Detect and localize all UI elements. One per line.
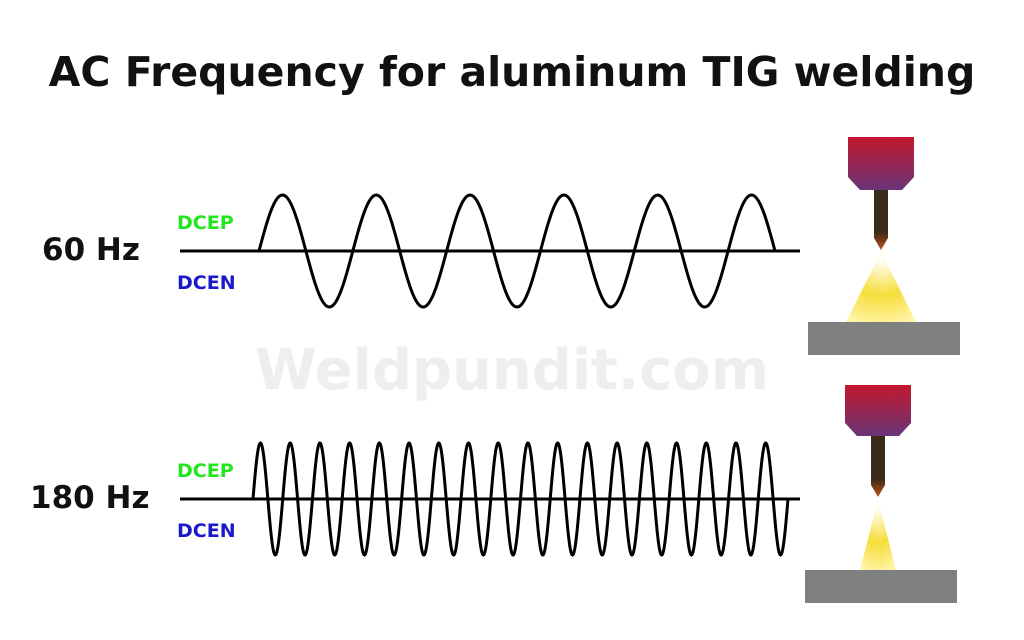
frequency-label-180hz: 180 Hz [30,480,150,516]
dcep-label-180hz: DCEP [177,460,234,482]
tungsten-electrode-icon [874,190,888,250]
torch-nozzle-icon [848,137,914,190]
arc-cone-icon [846,252,916,322]
arc-cone-icon [860,500,896,570]
torch-60hz [808,137,960,355]
dcep-label-60hz: DCEP [177,212,234,234]
watermark: Weldpundit.com [254,338,770,403]
workpiece-plate-icon [805,570,957,603]
dcen-label-60hz: DCEN [177,272,236,294]
torch-180hz [805,385,957,603]
diagram-title: AC Frequency for aluminum TIG welding [48,48,976,96]
torch-nozzle-icon [845,385,911,436]
dcen-label-180hz: DCEN [177,520,236,542]
workpiece-plate-icon [808,322,960,355]
waveform-60hz [257,193,777,309]
waveform-180hz [251,441,790,557]
tungsten-electrode-icon [871,436,885,497]
frequency-label-60hz: 60 Hz [42,232,140,268]
